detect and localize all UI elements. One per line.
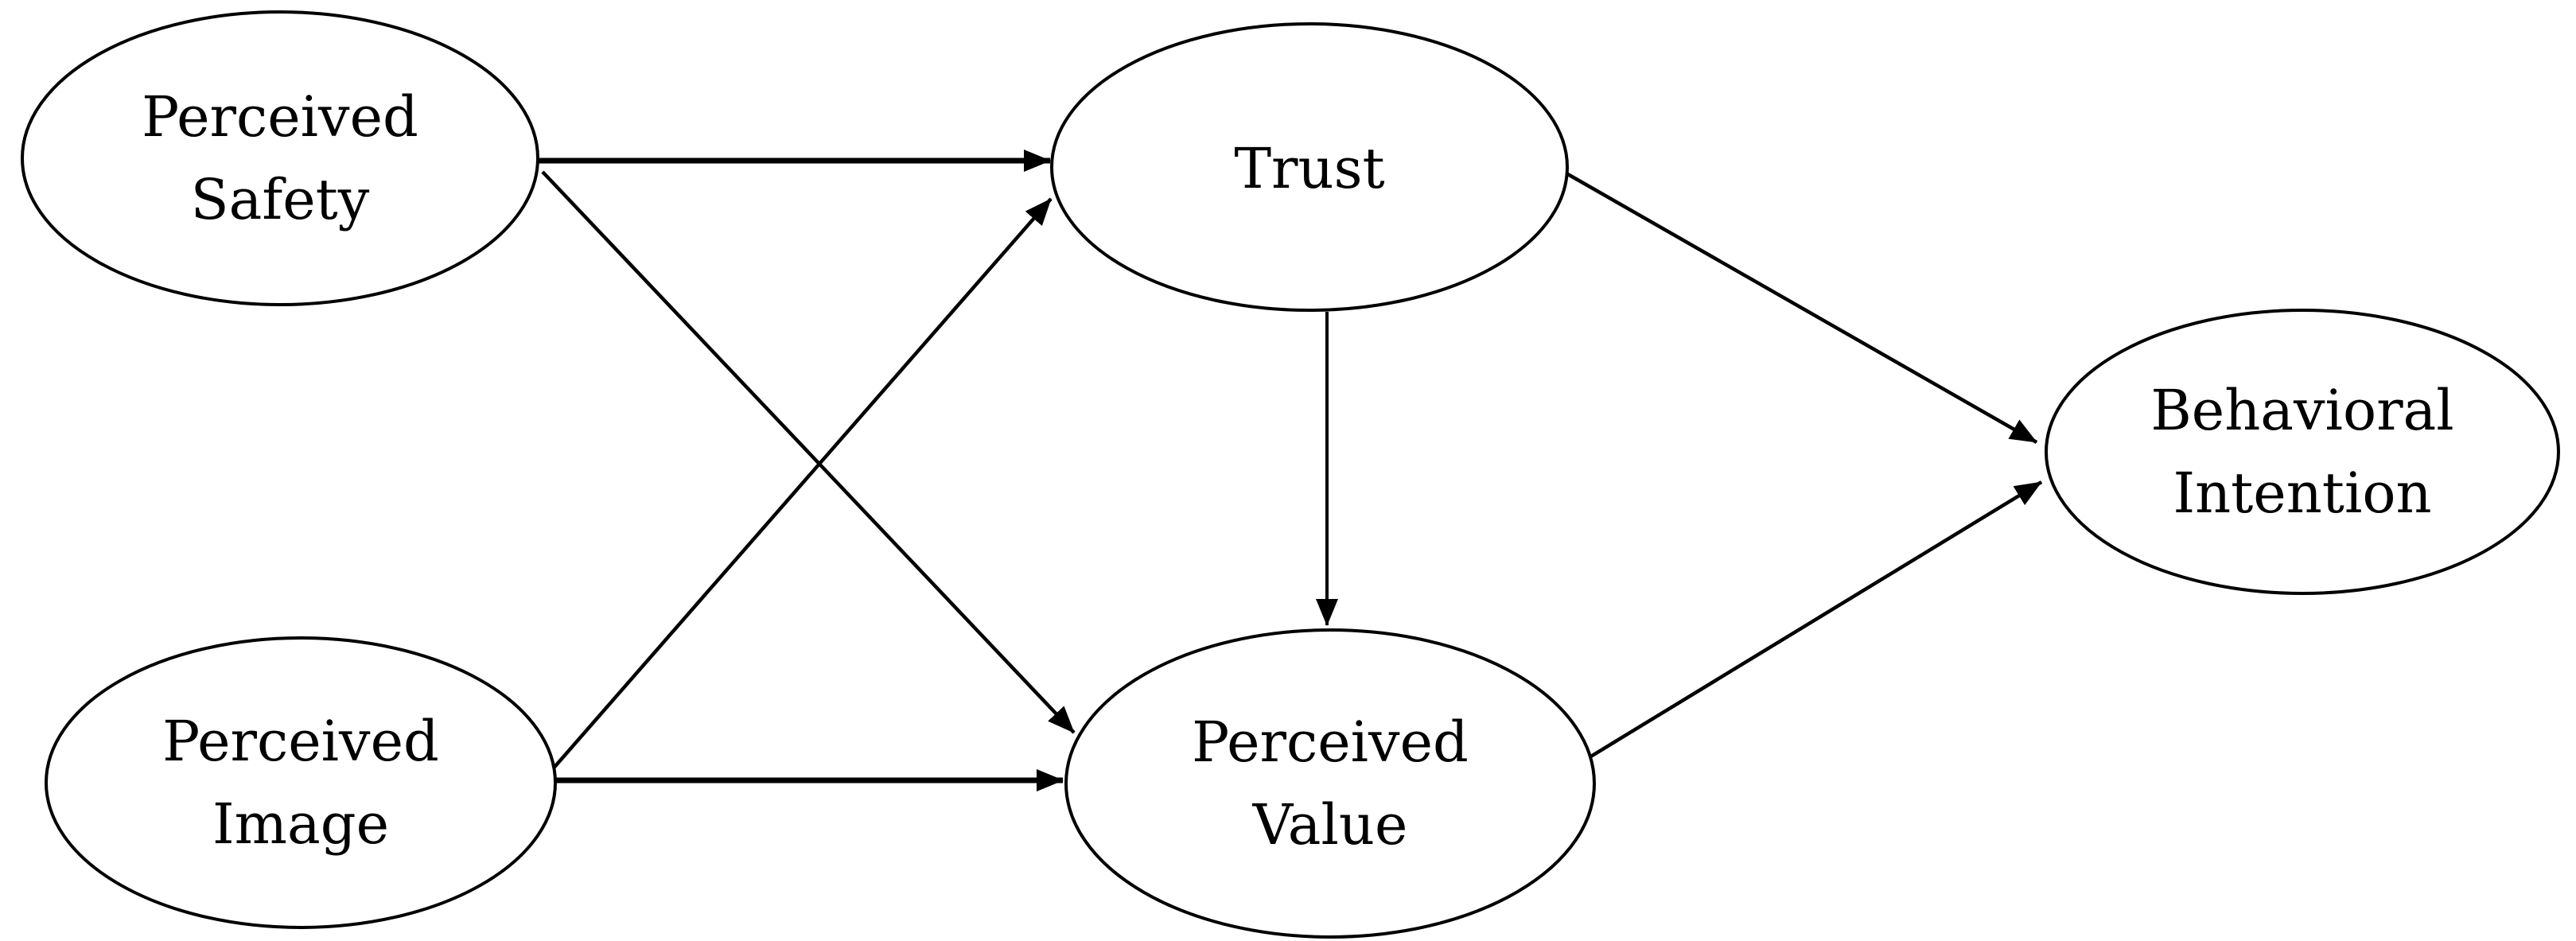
- nodes-layer: [21, 10, 2560, 939]
- node-label-perceived-safety-line1: Perceived: [142, 84, 418, 150]
- node-label-perceived-image-line1: Perceived: [162, 709, 439, 774]
- edge-trust-to-behavioral-intention-arrow: [1565, 172, 2038, 444]
- edge-perceived-value-to-behavioral-intention-arrow: [1588, 480, 2043, 759]
- node-label-behavioral-intention-line2: Intention: [2173, 461, 2431, 526]
- node-ellipse-perceived-safety: [21, 10, 539, 306]
- edge-perceived-image-to-trust-arrow: [549, 197, 1053, 773]
- node-label-perceived-value-line1: Perceived: [1192, 710, 1469, 775]
- node-label-trust: Trust: [1234, 136, 1384, 201]
- node-label-perceived-image-line2: Image: [212, 791, 389, 857]
- node-ellipse-trust: [1050, 22, 1569, 312]
- node-ellipse-perceived-image: [45, 636, 557, 929]
- node-label-perceived-safety-line2: Safety: [191, 167, 370, 232]
- node-ellipse-perceived-value: [1064, 628, 1596, 939]
- node-label-behavioral-intention-line1: Behavioral: [2150, 378, 2453, 443]
- edge-perceived-safety-to-perceived-value-arrow: [541, 170, 1076, 734]
- node-ellipse-behavioral-intention: [2045, 309, 2560, 595]
- node-label-perceived-value-line2: Value: [1252, 792, 1408, 857]
- edges-layer: [538, 150, 2043, 791]
- labels-layer: Perceived Safety Perceived Image Trust P…: [142, 84, 2454, 857]
